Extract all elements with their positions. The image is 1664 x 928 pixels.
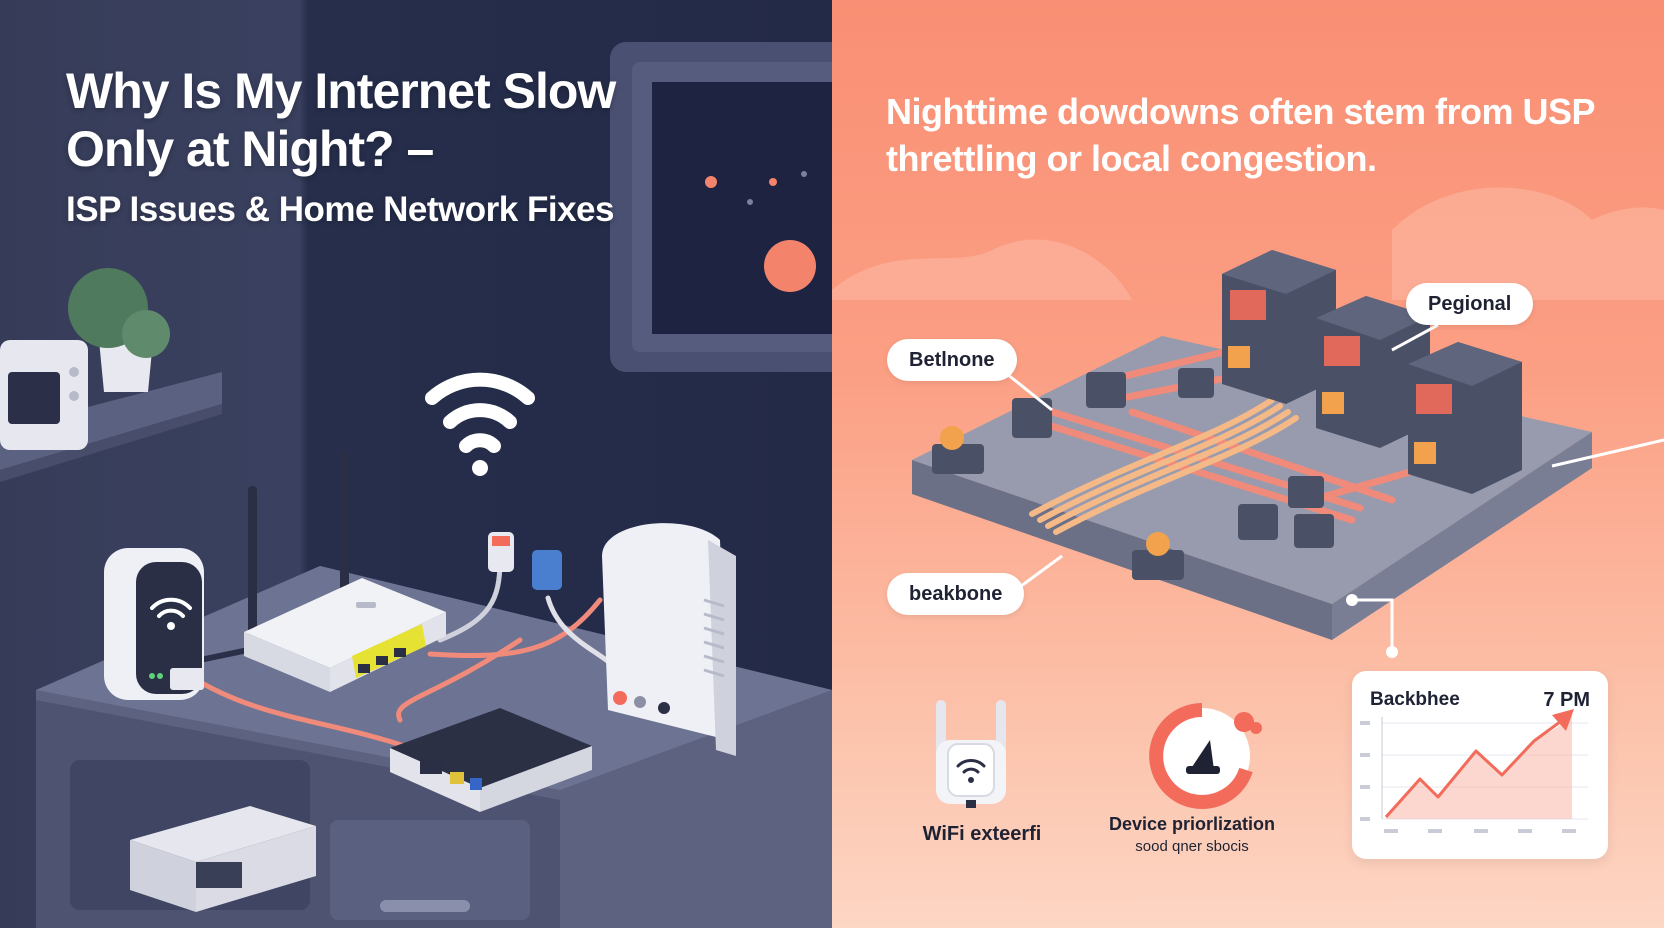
wifi-extender-label: WiFi exteerfi [922,823,1042,845]
server-icon [1316,296,1430,448]
extender-wifi-icon [150,597,192,618]
left-panel: Why Is My Internet Slow Only at Night? –… [0,0,832,928]
title-line-1: Why Is My Internet Slow [66,63,616,119]
traffic-chart-card: Backbhee 7 PM [1352,671,1608,859]
callout-backbone: Betlnone [887,339,1017,381]
title-line-2: Only at Night? – [66,121,434,177]
wifi-extender [104,548,204,700]
shelf [0,268,222,482]
room-scene [0,42,832,928]
moon-icon [764,240,816,292]
mini-pc [130,806,316,912]
network-scene [832,187,1664,809]
server-icon [1222,250,1336,404]
router-ports [352,624,426,678]
wifi-extender-icon [936,700,1006,808]
ethernet-plugs [488,532,562,590]
right-panel: Nighttime dowdowns often stem from USP t… [832,0,1664,928]
page-title: Why Is My Internet Slow Only at Night? –… [66,62,616,234]
server-icon [1408,342,1522,494]
callout-beakbone: beakbone [887,573,1025,615]
card-time: 7 PM [1543,689,1590,711]
device-priority-subtext: sood qner sbocis [1135,838,1249,855]
device-priority-label: Device priorlization [1108,814,1276,834]
speed-gauge-icon [1149,703,1262,809]
modem [390,708,592,812]
router [244,450,446,692]
node-connectors [932,368,1334,580]
title-subtitle: ISP Issues & Home Network Fixes [66,190,614,229]
headline: Nighttime dowdowns often stem from USP t… [886,91,1595,179]
card-title: Backbhee [1370,689,1460,710]
trend-arrow-icon [1552,709,1574,731]
callout-regional: Pegional [1406,283,1534,325]
wifi-icon [425,372,535,476]
traffic-trend-chart [1360,709,1588,833]
night-window [610,42,832,372]
clouds [832,187,1664,300]
network-tower [602,523,736,756]
